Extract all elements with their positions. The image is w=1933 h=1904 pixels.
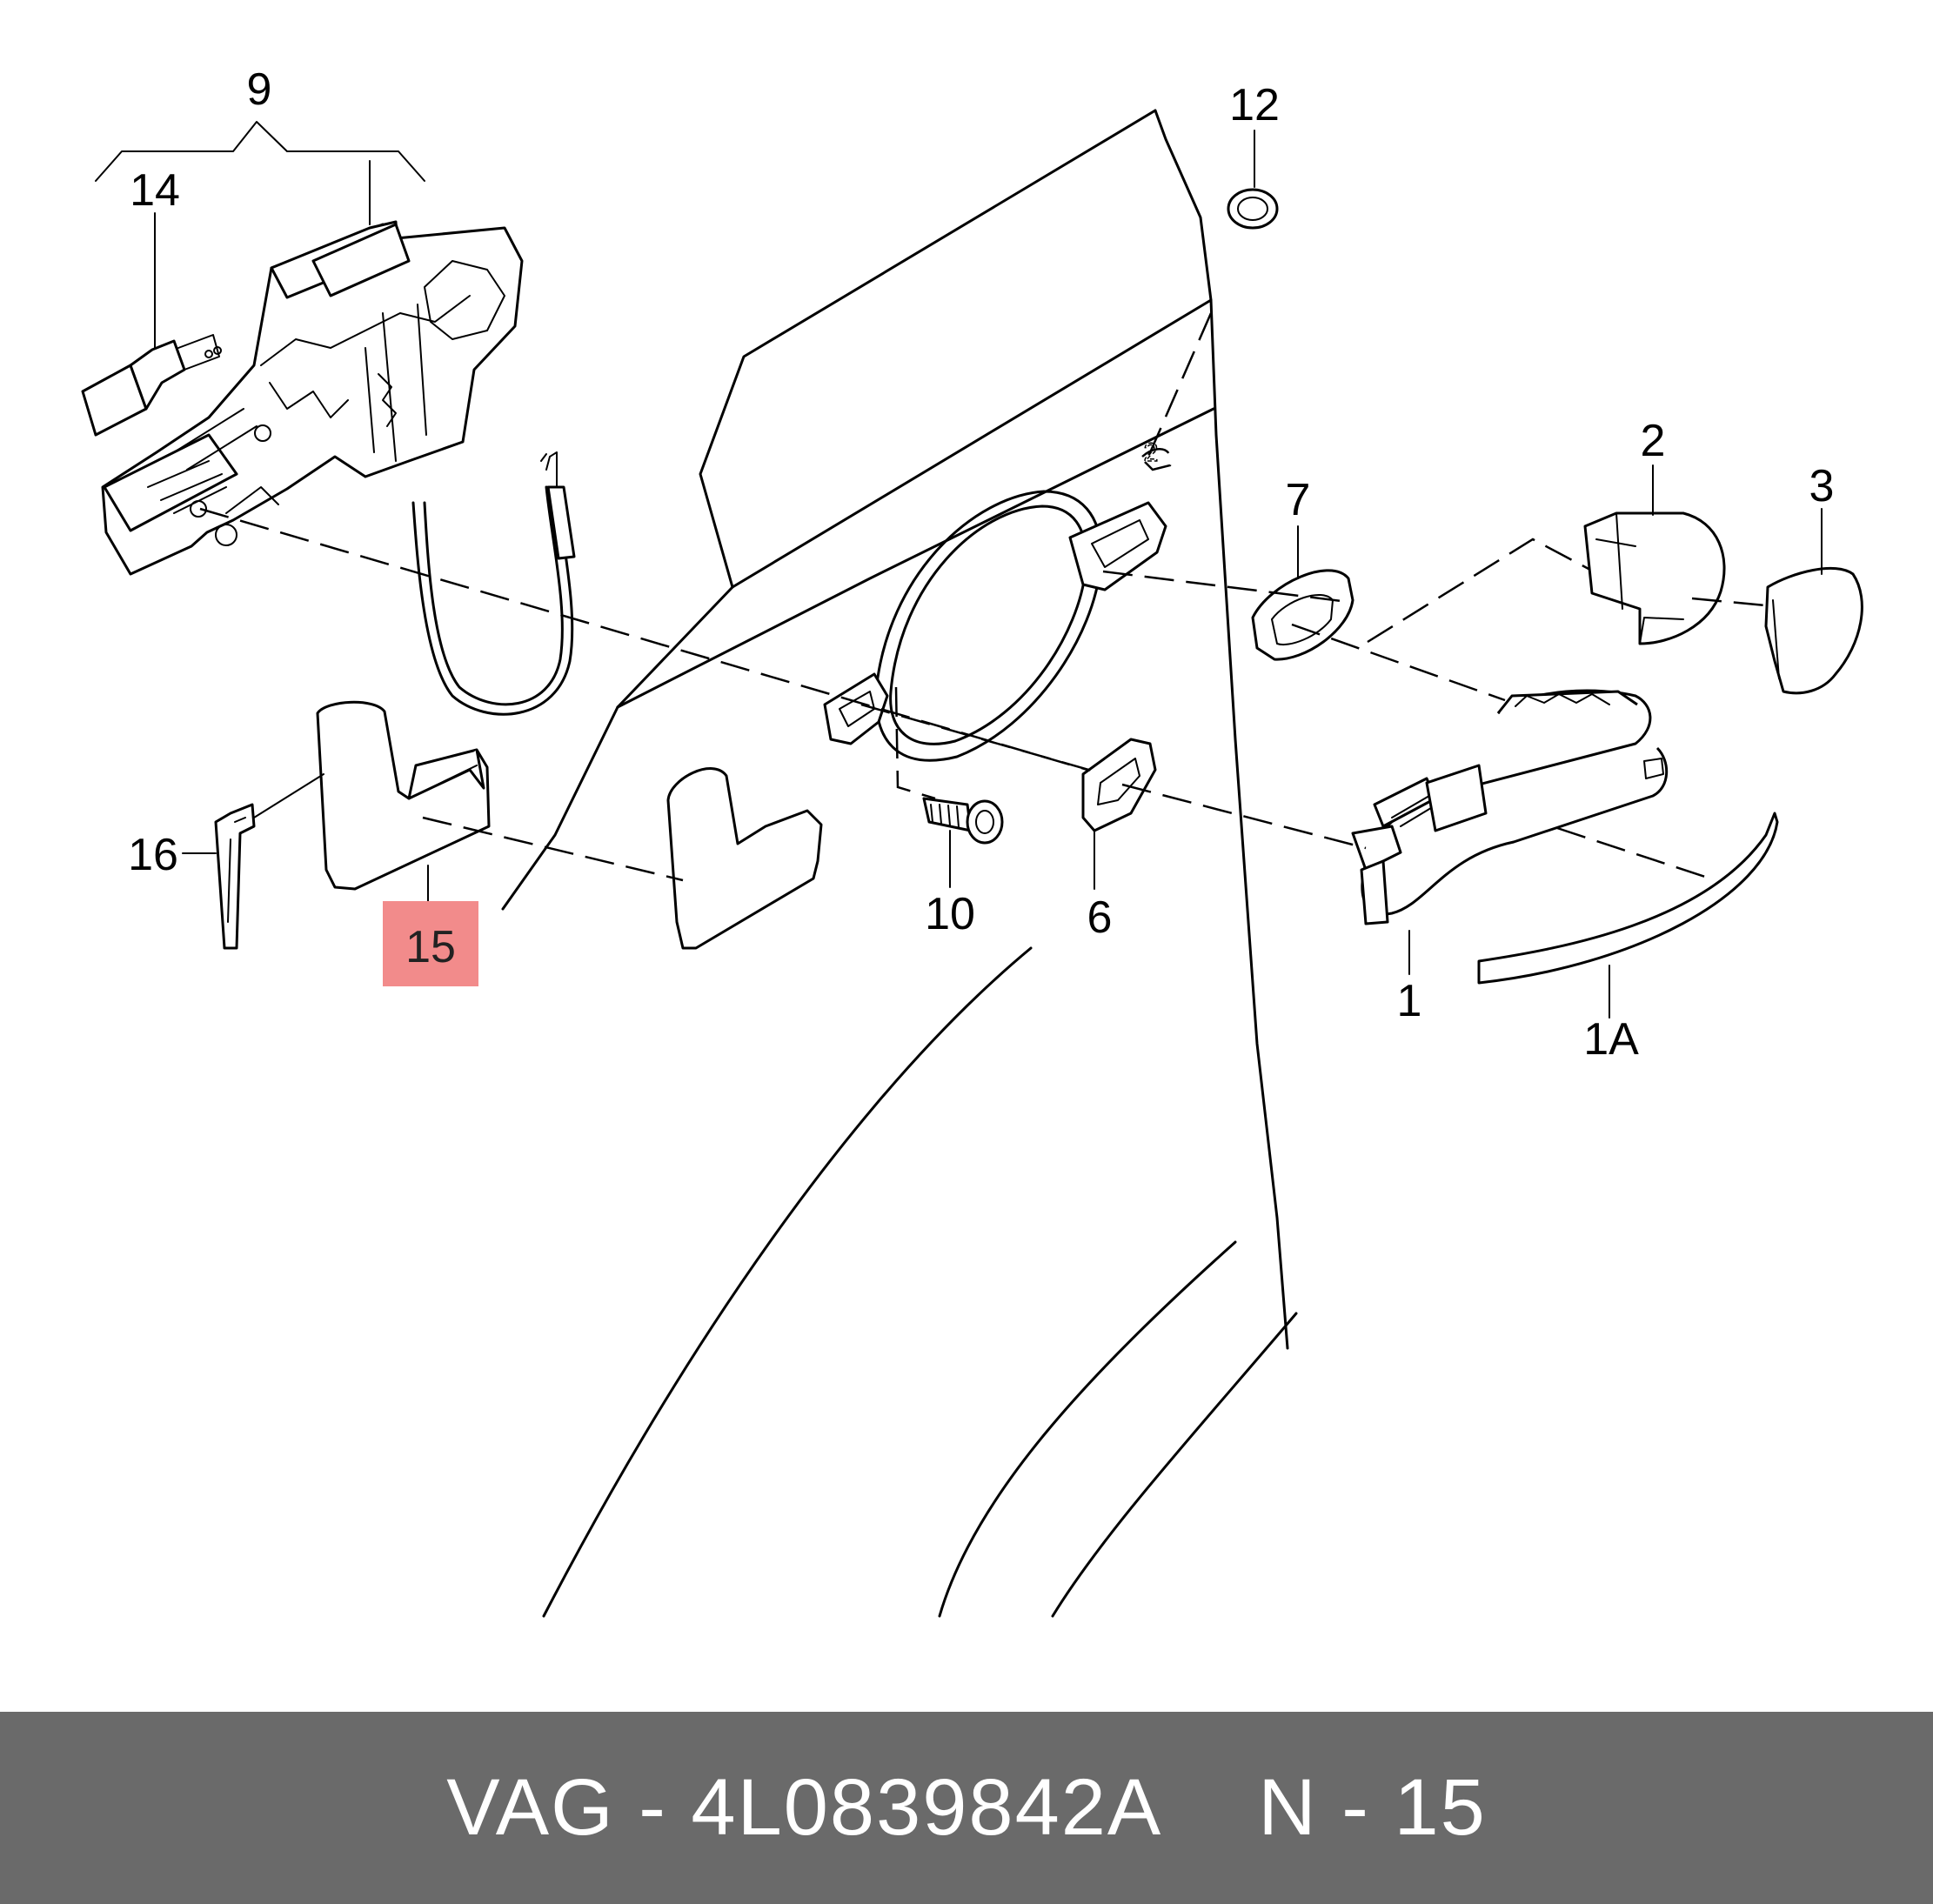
assembly-lines xyxy=(199,312,1776,882)
callout-2-ghost: 2 xyxy=(1144,438,1159,467)
gasket-7 xyxy=(1251,569,1354,661)
callout-10: 10 xyxy=(925,889,975,939)
exploded-parts-diagram: 9 14 12 2 3 7 16 15 10 6 1 1A 2 xyxy=(81,64,1863,1618)
callout-16: 16 xyxy=(128,830,178,880)
highlight-box-15 xyxy=(383,901,478,986)
gasket-pad-upper xyxy=(1068,501,1167,591)
callout-12: 12 xyxy=(1229,80,1280,130)
callout-1A: 1A xyxy=(1583,1014,1639,1065)
callout-6: 6 xyxy=(1087,892,1113,943)
callout-1: 1 xyxy=(1397,976,1422,1026)
release-cable xyxy=(411,451,576,716)
seal-15 xyxy=(316,700,491,891)
gasket-6 xyxy=(1081,738,1157,832)
callout-7: 7 xyxy=(1286,475,1311,525)
clip-strip-16 xyxy=(214,803,256,950)
bolt-10 xyxy=(922,797,1004,845)
part-number: VAG - 4L0839842A xyxy=(446,1763,1163,1852)
callout-3: 3 xyxy=(1809,461,1835,511)
lock-cylinder-2 xyxy=(1583,511,1726,645)
ghost-part-2 xyxy=(1140,448,1173,471)
lock-connector-14 xyxy=(81,334,222,437)
trim-strip-1A xyxy=(1477,812,1779,985)
lock-carrier-bracket xyxy=(101,220,524,576)
callout-14: 14 xyxy=(130,165,180,216)
handle-opening-ring xyxy=(874,490,1103,762)
door-handle-1 xyxy=(1351,689,1669,925)
leader-lines xyxy=(95,121,1823,1019)
gasket-plate xyxy=(666,767,823,950)
callout-15: 15 xyxy=(405,922,456,972)
callout-2: 2 xyxy=(1641,416,1666,466)
grommet-12 xyxy=(1227,188,1279,230)
callout-labels: 9 14 12 2 3 7 16 15 10 6 1 1A 2 xyxy=(128,64,1834,1065)
callout-9: 9 xyxy=(247,64,272,115)
end-cap-3 xyxy=(1764,566,1863,695)
door-panel-outline xyxy=(501,109,1298,1618)
part-number-footer: VAG - 4L0839842A N - 15 xyxy=(0,1712,1933,1904)
position-number: N - 15 xyxy=(1258,1763,1487,1852)
